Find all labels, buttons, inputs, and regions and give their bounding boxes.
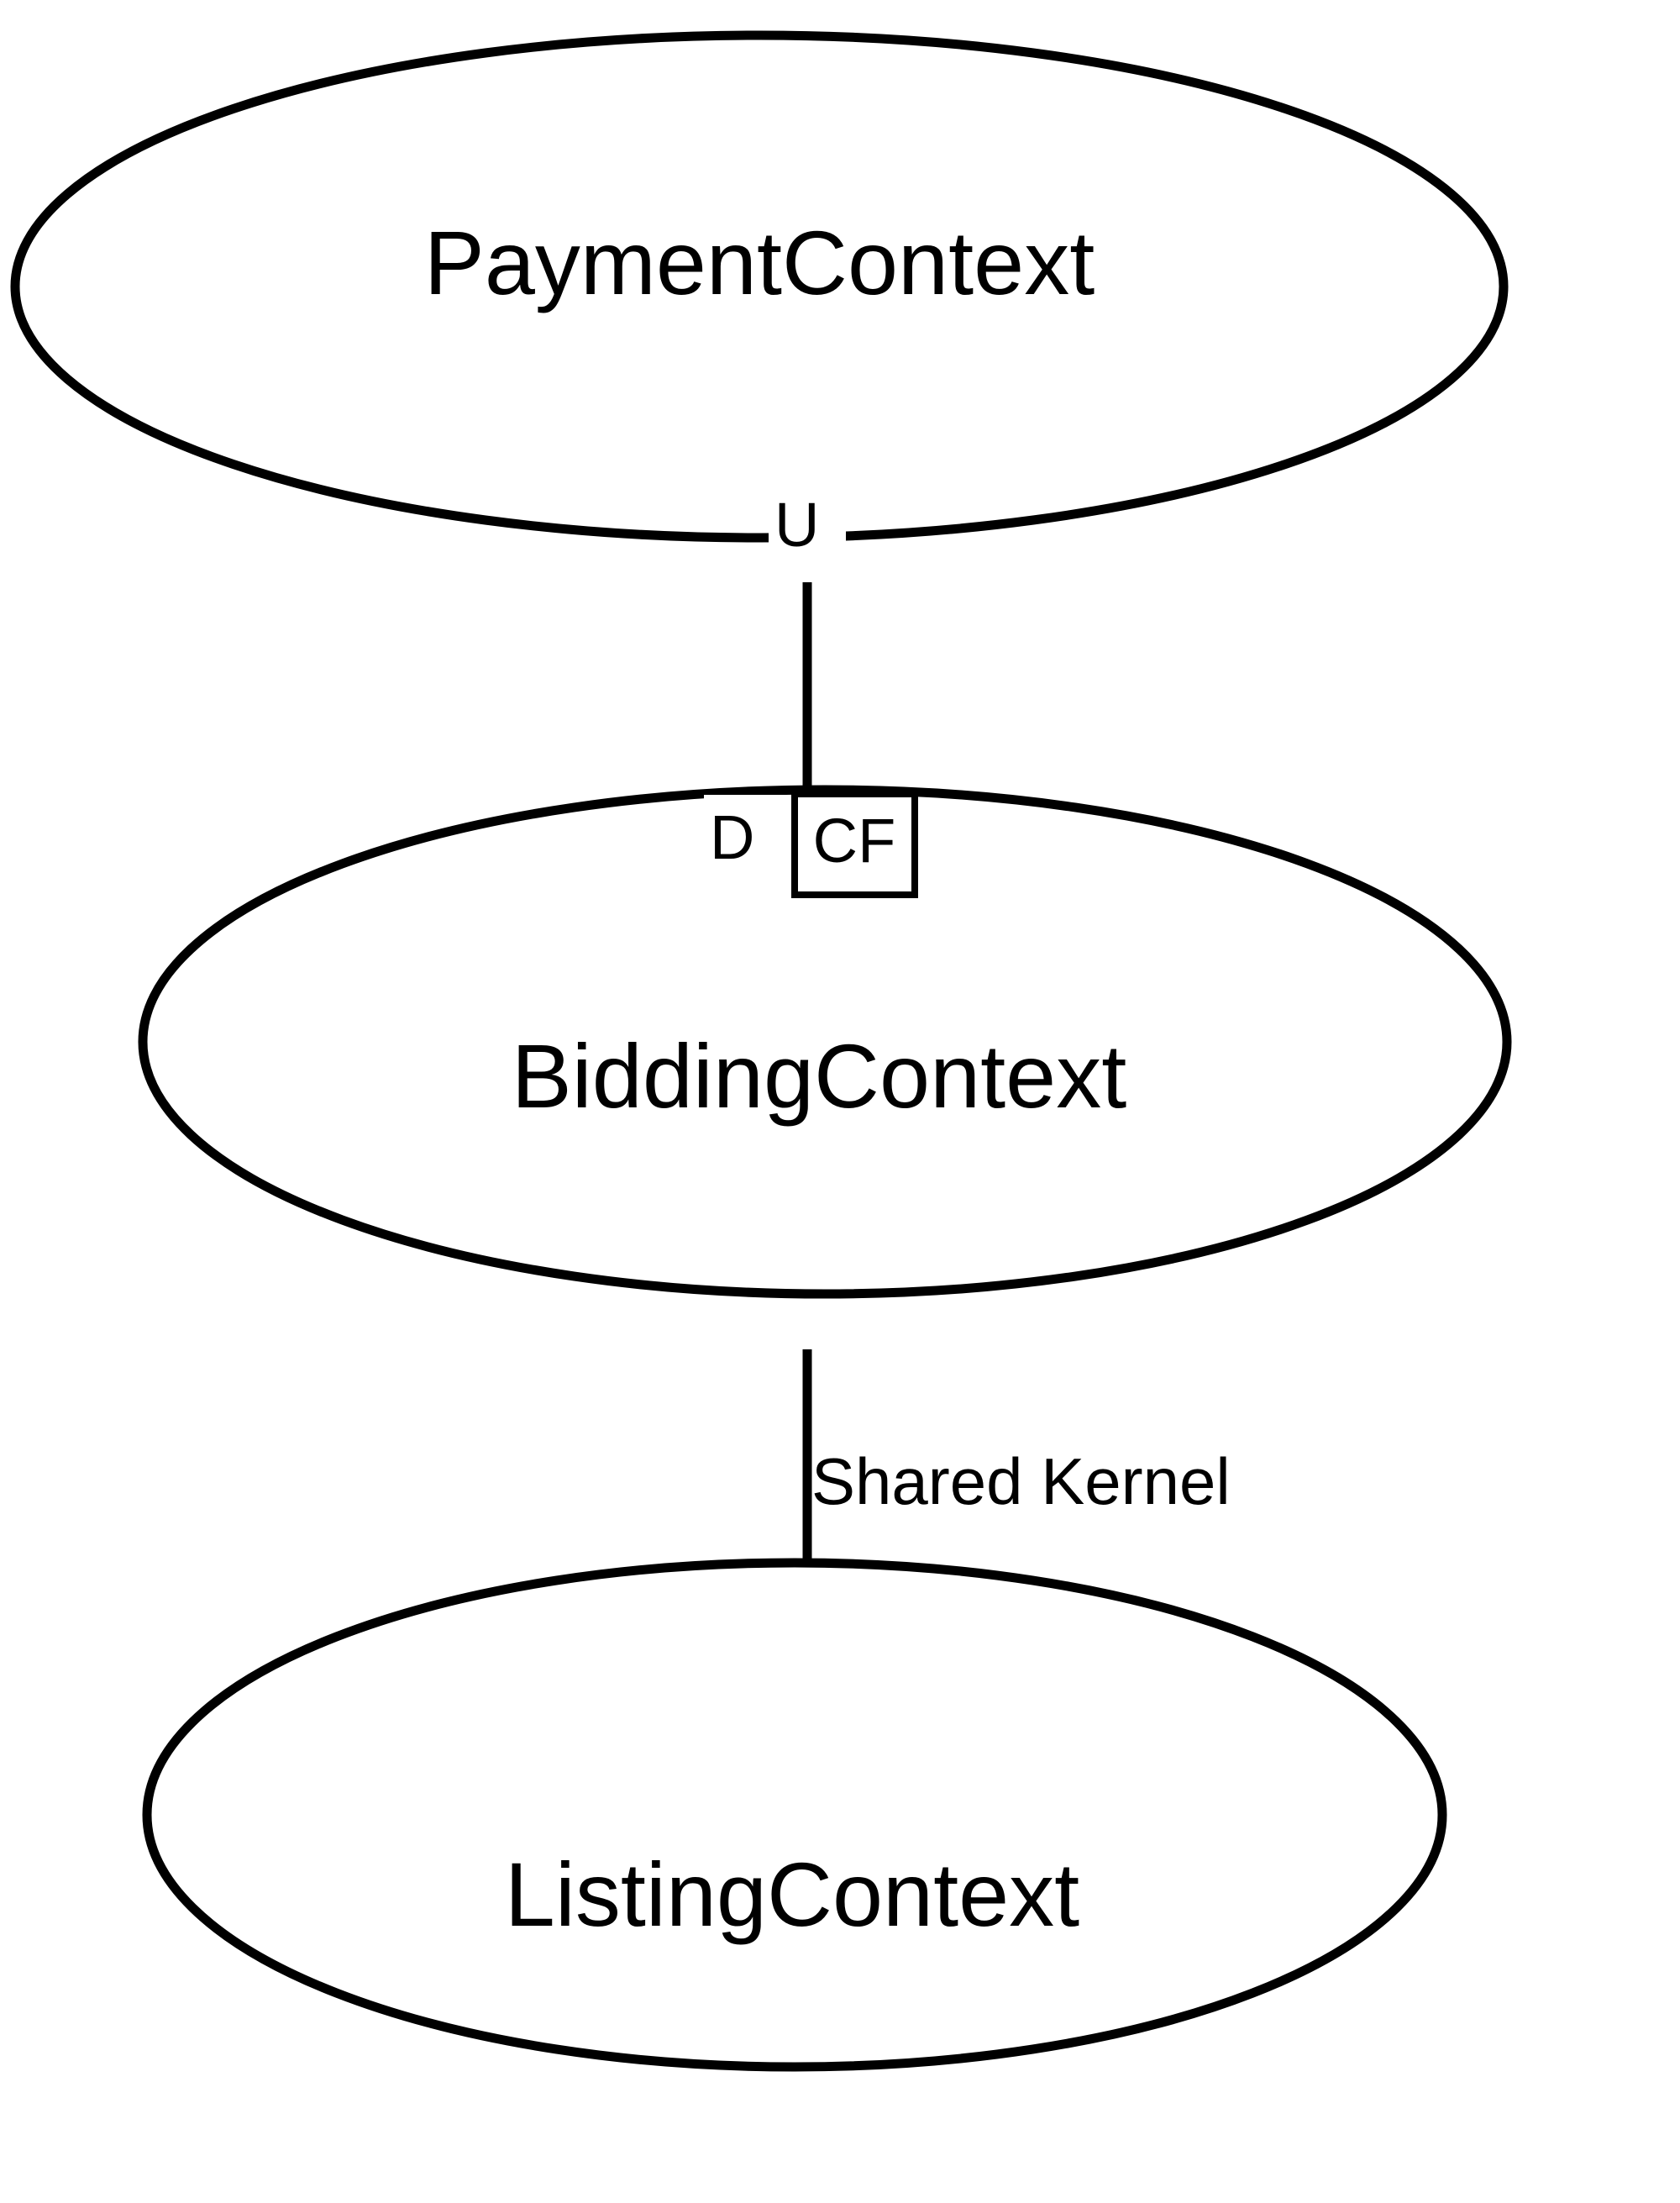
node-listing-context[interactable]: ListingContext [142, 1558, 1447, 2072]
upstream-role-label: U [774, 490, 819, 560]
bidding-context-label: BiddingContext [512, 1025, 1126, 1127]
listing-context-label: ListingContext [505, 1843, 1079, 1945]
downstream-label-backdrop [704, 795, 788, 865]
downstream-role-label: D [710, 802, 754, 872]
edge-label-shared-kernel: Shared Kernel [811, 1444, 1231, 1518]
shared-kernel-label: Shared Kernel [811, 1444, 1231, 1518]
role-label-downstream-group: D [704, 795, 788, 872]
cf-pattern-label: CF [813, 806, 896, 875]
cf-box-rect [791, 791, 918, 898]
payment-context-label: PaymentContext [424, 212, 1095, 313]
node-payment-context[interactable]: PaymentContext [10, 30, 1509, 543]
listing-context-ellipse [142, 1558, 1447, 2072]
upstream-label-backdrop [769, 482, 846, 553]
bidding-context-ellipse [138, 785, 1512, 1299]
node-bidding-context[interactable]: BiddingContext [138, 785, 1512, 1299]
role-label-upstream-group: U [769, 482, 846, 560]
pattern-box-cf[interactable]: CF [791, 791, 918, 898]
payment-context-ellipse [10, 30, 1509, 543]
